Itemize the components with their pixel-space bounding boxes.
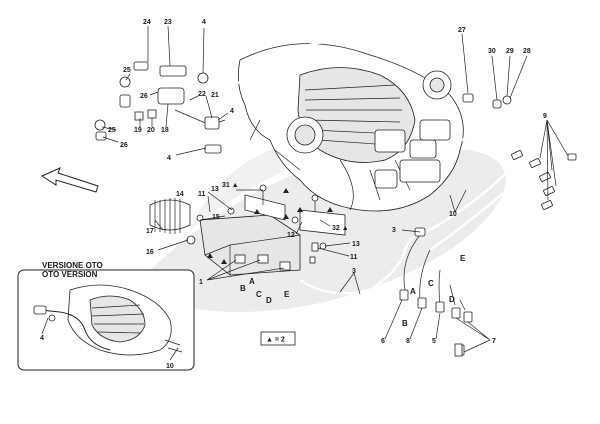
inset-callout-4: 4	[40, 335, 44, 342]
callout-19: 19	[134, 127, 142, 134]
callout-25-bottom: 25	[108, 127, 116, 134]
callout-15: 15	[212, 214, 220, 221]
callout-8: 8	[406, 338, 410, 345]
triangle-markers	[207, 188, 333, 264]
callout-4-mid: 4	[230, 108, 234, 115]
callout-letter-C-right: C	[428, 279, 434, 288]
callout-letter-A-left: A	[249, 277, 255, 286]
callout-13-left: 13	[211, 186, 219, 193]
callout-29: 29	[506, 48, 514, 55]
callout-32: 32 ▲	[332, 225, 349, 232]
callout-26-top: 26	[140, 93, 148, 100]
callout-30: 30	[488, 48, 496, 55]
callout-27: 27	[458, 27, 466, 34]
hydraulic-pipe-bundle	[399, 150, 577, 356]
callout-11-right: 11	[350, 254, 358, 261]
callout-23: 23	[164, 19, 172, 26]
callout-17: 17	[146, 228, 154, 235]
callout-13-right: 13	[352, 241, 360, 248]
legend-box	[260, 331, 296, 346]
callout-11-left: 11	[198, 191, 206, 198]
callout-12: 12	[287, 232, 295, 239]
callout-20: 20	[147, 127, 155, 134]
callout-22: 22	[198, 91, 206, 98]
callout-letter-E-right: E	[460, 254, 466, 263]
legend-text: ▲ = 2	[266, 337, 285, 344]
inset-title-line1: VERSIONE OTO	[42, 261, 103, 270]
callout-26-bottom: 26	[120, 142, 128, 149]
callout-3-upper: 3	[392, 227, 396, 234]
callout-9: 9	[543, 113, 547, 120]
callout-3-lower: 3	[352, 268, 356, 275]
callout-letter-D-right: D	[449, 295, 455, 304]
callout-14: 14	[176, 191, 184, 198]
callout-letter-B-right: B	[402, 319, 408, 328]
callout-letter-C-left: C	[256, 290, 262, 299]
leader-lines	[101, 25, 569, 353]
inset-callout-10: 10	[166, 363, 174, 370]
callout-4-top: 4	[202, 19, 206, 26]
callout-7: 7	[492, 338, 496, 345]
gearbox-housing	[237, 43, 464, 212]
callout-28: 28	[523, 48, 531, 55]
callout-letter-D-left: D	[266, 296, 272, 305]
callout-letter-A-right: A	[410, 287, 416, 296]
callout-18: 18	[161, 127, 169, 134]
callout-labels: 24 23 4 27 30 29 28 25 26 22 21 4 25 19 …	[108, 19, 547, 345]
clutch-hose-lower	[299, 227, 426, 295]
callout-24: 24	[143, 19, 151, 26]
direction-arrow-icon	[40, 167, 99, 193]
inset-title-line2: OTO VERSION	[42, 270, 98, 279]
callout-1: 1	[199, 279, 203, 286]
callout-6: 6	[381, 338, 385, 345]
bolt-group	[309, 242, 463, 357]
callout-letter-B-left: B	[240, 284, 246, 293]
clutch-hose-upper	[204, 38, 512, 150]
mounting-bracket-31	[227, 184, 286, 221]
callout-21: 21	[211, 92, 219, 99]
callout-5: 5	[432, 338, 436, 345]
clutch-actuator	[149, 198, 301, 276]
clutch-cable-assembly	[44, 60, 226, 154]
callout-10: 10	[449, 211, 457, 218]
callout-25-top: 25	[123, 67, 131, 74]
callout-4-left: 4	[167, 155, 171, 162]
callout-31: 31 ▲	[222, 182, 239, 189]
inset-oto-version	[17, 269, 195, 371]
callout-16: 16	[146, 249, 154, 256]
callout-letter-E-left: E	[284, 290, 290, 299]
